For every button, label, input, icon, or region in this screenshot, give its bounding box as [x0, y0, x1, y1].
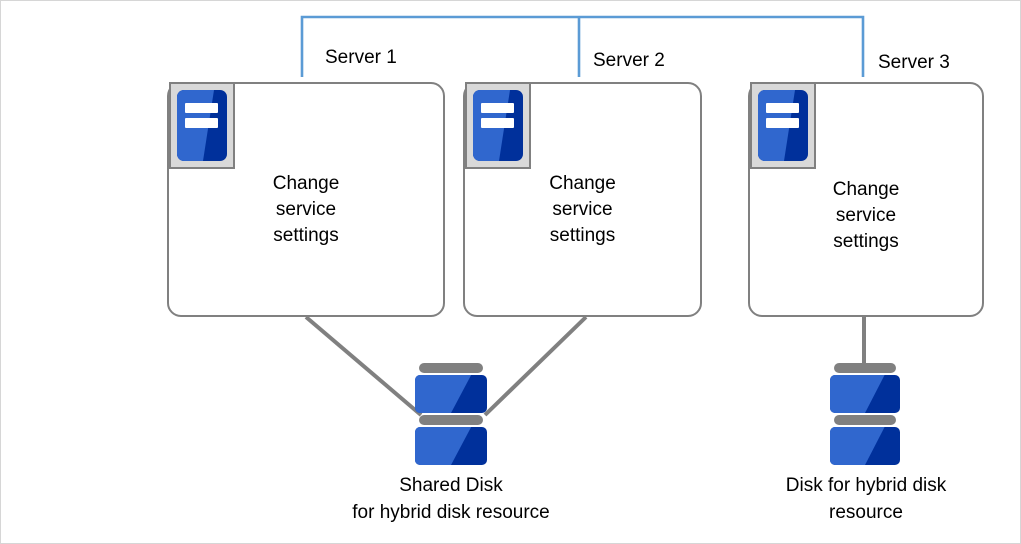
server-icon	[465, 82, 531, 169]
local-disk-icon	[830, 363, 900, 465]
server-1-body-text: Change service settings	[272, 173, 340, 246]
shared-disk-label: Shared Disk for hybrid disk resource	[352, 475, 550, 523]
server-label-2: Server 2	[593, 50, 665, 71]
server-label-3: Server 3	[878, 52, 950, 73]
server-icon	[169, 82, 235, 169]
failover-group-bracket	[300, 15, 865, 77]
shared-disk-icon	[415, 363, 487, 465]
server-label-1: Server 1	[325, 47, 397, 68]
server-icon	[750, 82, 816, 169]
local-disk-label: Disk for hybrid disk resource	[785, 475, 947, 523]
server-3-body-text: Change service settings	[832, 179, 900, 252]
server-2-body-text: Change service settings	[549, 173, 616, 246]
connector-server1-shared-disk	[304, 315, 423, 417]
connector-server2-shared-disk	[483, 315, 588, 417]
